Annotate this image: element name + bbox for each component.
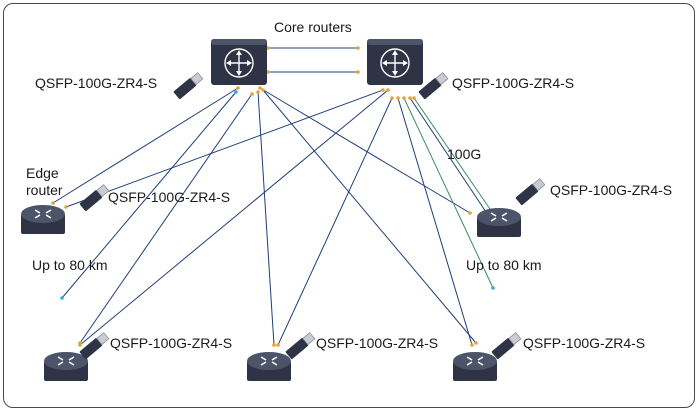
link-core2-bottommid (277, 97, 393, 346)
router-icon (44, 352, 88, 381)
port-dot (250, 92, 254, 96)
qsfp-transceiver-icon (173, 72, 204, 100)
port-dot (272, 343, 276, 347)
distance-label-left: Up to 80 km (32, 257, 108, 273)
port-dot (381, 88, 385, 92)
qsfp-transceiver-icon (515, 178, 546, 206)
link-core1-farleft (61, 91, 237, 299)
port-dot (390, 96, 394, 100)
link-core2-farright (403, 97, 494, 289)
qsfp-transceiver-icon (491, 332, 522, 360)
router-icon (247, 352, 291, 381)
optic-label-edge-left: QSFP-100G-ZR4-S (108, 189, 231, 205)
edge-router-label: Edge router (26, 165, 63, 199)
port-dot (412, 96, 416, 100)
core-routers-label: Core routers (274, 19, 352, 35)
port-dot (402, 96, 406, 100)
optic-label-bottom-mid: QSFP-100G-ZR4-S (316, 335, 439, 351)
port-dot (491, 286, 495, 290)
port-dot (261, 88, 265, 92)
qsfp-transceiver-icon (418, 72, 449, 100)
link-core1-bottomright (262, 89, 477, 344)
qsfp-transceiver-icon (79, 184, 110, 212)
qsfp-transceiver-icon (285, 332, 316, 360)
optic-label-bottom-left: QSFP-100G-ZR4-S (110, 335, 233, 351)
port-dot (256, 90, 260, 94)
link-core1-edgeright (259, 87, 471, 214)
link-core2-bottomleft (79, 89, 389, 346)
port-dot (51, 201, 55, 205)
port-dot (266, 70, 270, 74)
optic-label-bottom-right: QSFP-100G-ZR4-S (523, 335, 646, 351)
port-dot (408, 96, 412, 100)
edge-router-label-text: Edge router (26, 165, 63, 198)
port-dot (64, 205, 68, 209)
port-dot (386, 88, 390, 92)
port-dot (396, 96, 400, 100)
distance-label-right: Up to 80 km (466, 257, 542, 273)
link-core2-edgeleft (65, 89, 384, 208)
port-dot (234, 90, 238, 94)
link-core2-edgeright-b (413, 97, 493, 213)
link-core2-bottomright-a (397, 97, 473, 346)
link-core1-edgeleft (52, 87, 239, 204)
optic-label-core-right: QSFP-100G-ZR4-S (452, 75, 575, 91)
port-dot (276, 343, 280, 347)
link-core1-bottommid (257, 91, 275, 346)
speed-label: 100G (447, 146, 482, 162)
core-switch-icon (367, 39, 423, 85)
link-core1-bottomleft (79, 93, 253, 344)
optic-label-core-left: QSFP-100G-ZR4-S (35, 75, 158, 91)
port-dot (78, 343, 82, 347)
router-icon (453, 352, 497, 381)
port-dot (266, 46, 270, 50)
link-core2-edgeright-a (409, 97, 487, 213)
router-icon (21, 205, 65, 234)
port-dot (60, 296, 64, 300)
port-dot (356, 70, 360, 74)
port-dot (468, 211, 472, 215)
router-icon (477, 208, 521, 237)
port-dot (470, 343, 474, 347)
diagram-frame (3, 3, 695, 408)
qsfp-transceiver-icon (79, 332, 110, 360)
core-switch-icon (211, 39, 267, 85)
optic-label-edge-right: QSFP-100G-ZR4-S (550, 182, 673, 198)
port-dot (356, 46, 360, 50)
port-dot (236, 86, 240, 90)
port-dot (258, 86, 262, 90)
port-dot (474, 341, 478, 345)
